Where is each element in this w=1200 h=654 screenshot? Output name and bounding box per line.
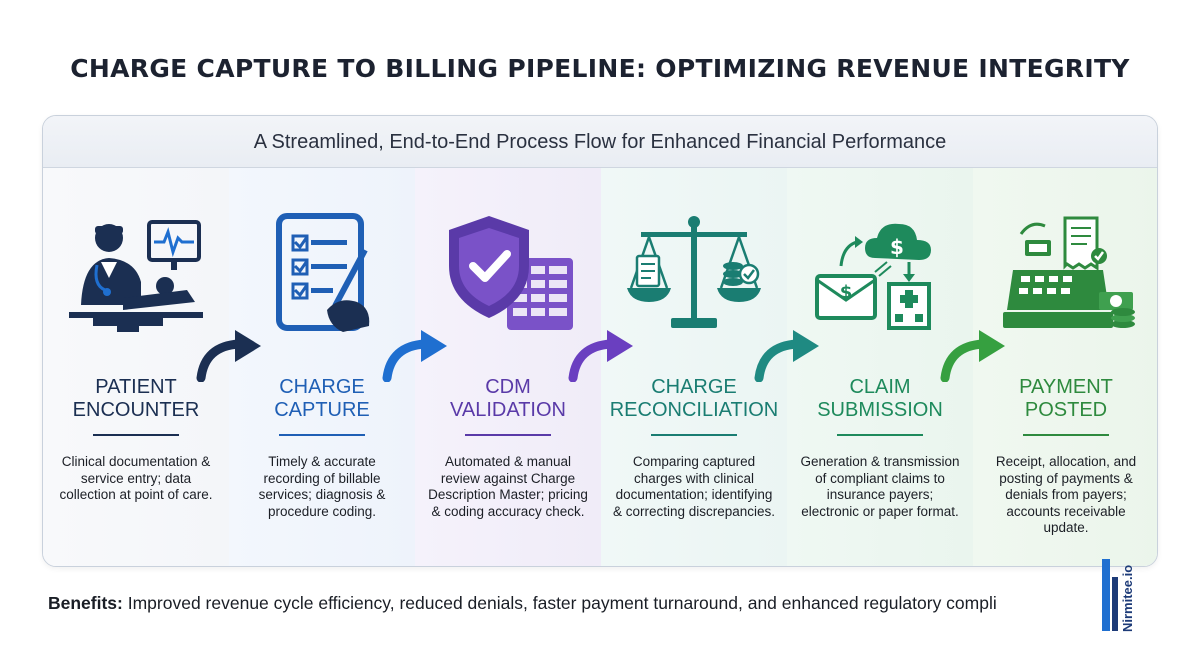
doctor-patient-monitor-icon [69,220,203,332]
stage-divider [651,434,737,436]
stage-divider [837,434,923,436]
balance-scale-icon [627,216,761,328]
stage-description: Clinical documentation & service entry; … [59,454,213,502]
stage-divider [93,434,179,436]
flow-arrow-icon [382,330,447,382]
svg-text:$: $ [890,235,904,259]
stage-label: CLAIM SUBMISSION [817,376,943,421]
subtitle: A Streamlined, End-to-End Process Flow f… [43,116,1157,168]
stage-divider [1023,434,1109,436]
stage-label: PATIENT ENCOUNTER [72,376,200,421]
page-title: CHARGE CAPTURE TO BILLING PIPELINE: OPTI… [70,54,1130,83]
pipeline-panel: A Streamlined, End-to-End Process Flow f… [42,115,1158,567]
stage-description: Receipt, allocation, and posting of paym… [995,454,1137,535]
stage-description: Generation & transmission of compliant c… [800,454,960,519]
stage-cdm-validation: CDM VALIDATION Automated & manual review… [415,168,601,566]
benefits-body: Improved revenue cycle efficiency, reduc… [122,593,997,613]
stage-divider [279,434,365,436]
stage-charge-reconciliation: CHARGE RECONCILIATION Comparing captured… [601,168,787,566]
stage-patient-encounter: PATIENT ENCOUNTER Clinical documentation… [43,168,229,566]
stage-divider [465,434,551,436]
flow-arrow-icon [196,330,261,382]
stage-charge-capture: CHARGE CAPTURE Timely & accurate recordi… [229,168,415,566]
shield-check-spreadsheet-icon [449,216,573,330]
stage-description: Comparing captured charges with clinical… [612,454,776,519]
stage-label: CDM VALIDATION [450,376,566,421]
stage-label: CHARGE CAPTURE [274,376,370,421]
flow-arrow-icon [568,330,633,382]
flow-arrow-icon [754,330,819,382]
tablet-checklist-icon [276,213,370,332]
stage-label: CHARGE RECONCILIATION [609,376,779,421]
stage-label: PAYMENT POSTED [1019,376,1113,421]
svg-text:$: $ [840,282,853,303]
cash-register-icon [1003,216,1135,328]
stage-claim-submission: $ $ CLA [787,168,973,566]
benefits-label: Benefits: [48,593,123,613]
stage-description: Automated & manual review against Charge… [428,454,588,519]
logo-text: Nirmitee.io [1120,564,1135,632]
stage-description: Timely & accurate recording of billable … [258,454,386,519]
nirmitee-logo-icon [1102,559,1118,631]
benefits-text: Benefits: Improved revenue cycle efficie… [48,593,1108,614]
stage-payment-posted: PAYMENT POSTED Receipt, allocation, and … [973,168,1157,566]
envelope-cloud-hospital-icon: $ $ [815,223,931,330]
flow-arrow-icon [940,330,1005,382]
